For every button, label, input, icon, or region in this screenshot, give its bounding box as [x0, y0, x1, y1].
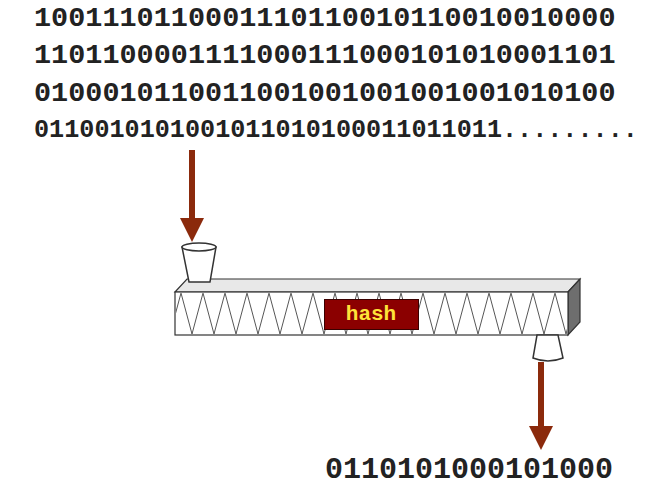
output-arrow-head — [529, 426, 553, 450]
input-bits: 0110010101001011010100011011011......... — [34, 114, 638, 148]
output-funnel — [533, 335, 563, 361]
input-bits: 1101100001111000111000101010001101 — [34, 39, 616, 73]
grinder-teeth — [176, 293, 567, 334]
machine-top — [175, 279, 580, 292]
hash-label: hash — [346, 303, 396, 326]
machine-side — [568, 279, 580, 335]
hash-label-box: hash — [324, 299, 419, 330]
output-arrow — [538, 362, 544, 430]
machine-front — [175, 292, 568, 335]
input-bits: 1001110110001110110010110010010000 — [34, 2, 616, 36]
input-arrow-head — [180, 218, 204, 242]
input-funnel-rim — [182, 243, 216, 251]
input-arrow — [189, 150, 195, 222]
input-bits: 0100010110011001001001001001010100 — [34, 77, 616, 111]
output-hash-bits: 0110101000101000 — [325, 452, 613, 488]
